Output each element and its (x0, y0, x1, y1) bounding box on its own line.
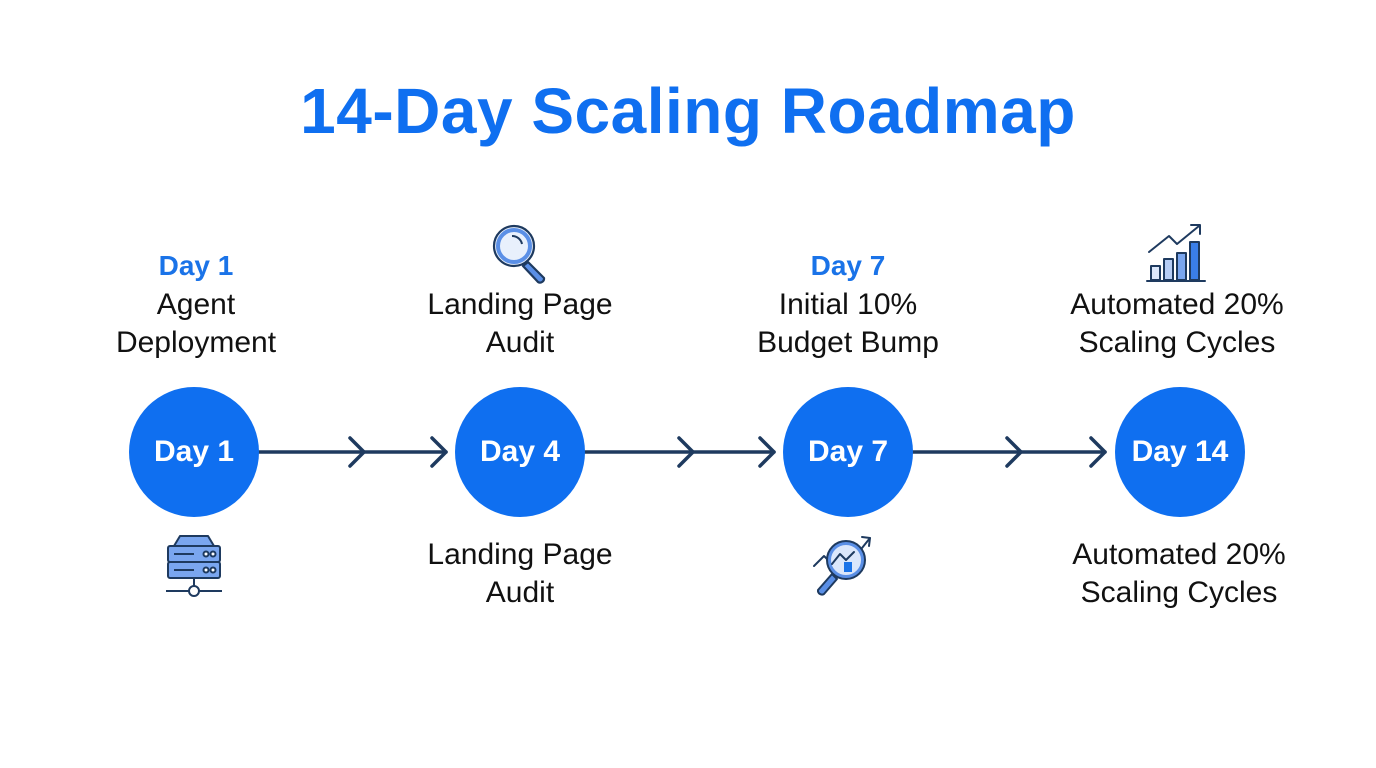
milestone-2-top: Landing Page Audit (370, 286, 670, 362)
milestone-title-line2: Scaling Cycles (1080, 576, 1278, 609)
milestone-title-line1: Automated 20% (1070, 288, 1284, 321)
milestone-title-line1: Automated 20% (1072, 538, 1286, 571)
milestone-title-line1: Landing Page (427, 288, 613, 321)
day-label: Day 1 (158, 250, 234, 281)
timeline-node-day-7: Day 7 (783, 387, 913, 517)
milestone-4-bottom: Automated 20% Scaling Cycles (1029, 536, 1329, 612)
growth-bar-chart-icon (1145, 222, 1209, 289)
milestone-title-line2: Budget Bump (757, 326, 939, 359)
chevron-right-icon (348, 436, 366, 468)
arrow-head-icon (430, 436, 448, 468)
milestone-title-line2: Audit (485, 576, 555, 609)
page-title: 14-Day Scaling Roadmap (300, 75, 1076, 147)
milestone-title-line1: Initial 10% (778, 288, 918, 321)
milestone-title-line1: Agent (156, 288, 236, 321)
server-icon (160, 532, 228, 603)
milestone-title-line2: Audit (485, 326, 555, 359)
milestone-title-line1: Landing Page (427, 538, 613, 571)
arrow-head-icon (758, 436, 776, 468)
day-label: Day 7 (810, 250, 886, 281)
milestone-2-bottom: Landing Page Audit (370, 536, 670, 612)
timeline-node-day-1: Day 1 (129, 387, 259, 517)
milestone-1-top: Day 1 Agent Deployment (46, 246, 346, 362)
milestone-title-line2: Scaling Cycles (1078, 326, 1276, 359)
chevron-right-icon (1005, 436, 1023, 468)
milestone-3-top: Day 7 Initial 10% Budget Bump (698, 246, 998, 362)
chevron-right-icon (677, 436, 695, 468)
timeline-node-day-14: Day 14 (1115, 387, 1245, 517)
magnifier-icon (490, 222, 554, 289)
arrow-head-icon (1089, 436, 1107, 468)
timeline-node-day-4: Day 4 (455, 387, 585, 517)
analytics-magnifier-icon (810, 532, 880, 605)
milestone-4-top: Automated 20% Scaling Cycles (1027, 286, 1327, 362)
milestone-title-line2: Deployment (115, 326, 277, 359)
